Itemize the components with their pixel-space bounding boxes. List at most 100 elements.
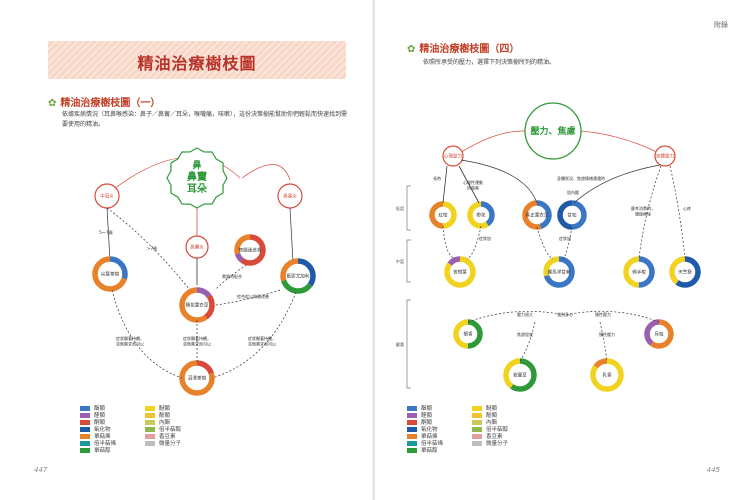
node-rhinitis-label: 鼻塞炎 xyxy=(283,193,297,200)
decision-tree-left: 鼻鼻竇耳朵中耳炎鼻竇炎鼻塞炎5～7歲>7歲需要時配合綜合從以前能改善尖葉茶樹樟腦… xyxy=(92,147,316,396)
legend-label: 醚類 xyxy=(159,406,171,412)
ring-lavender-segment-1 xyxy=(179,287,215,323)
edge-label-age2: >7歲 xyxy=(147,245,157,252)
edge-label-a4: 身體狀況、焦慮情緒遭遇時 xyxy=(557,175,605,181)
legend-swatch xyxy=(145,420,155,425)
legend-item: 內酯 xyxy=(145,418,170,426)
legend-item: 氧化物 xyxy=(80,425,111,433)
ring-chamomile-segment-1 xyxy=(543,256,575,288)
ring-frankincense-label: 乳香 xyxy=(602,372,612,379)
edge-label-a8: 症狀加 xyxy=(479,235,491,241)
edge-label-b5: 慢性壓力 xyxy=(599,331,615,337)
leaf-icon: ✿ xyxy=(407,44,416,55)
side-bracket-2 xyxy=(406,299,411,389)
node-mental-label: 心理壓力 xyxy=(444,153,463,160)
edge-label-b3: 強烈身心 xyxy=(557,311,573,317)
ring-eucalyptus-label: 藍膠尤加利 xyxy=(287,273,310,280)
decision-tree-right: 低度中度嚴重壓力、焦慮心理壓力身體壓力紅桔橙花真正薰衣草甘松苦橙葉羅馬洋甘菊佛手… xyxy=(396,102,701,392)
ring-laurel-label: 月桂 xyxy=(654,331,664,338)
side-label-2: 嚴重 xyxy=(396,341,404,348)
legend-swatch xyxy=(407,406,417,411)
edge-m3 xyxy=(460,159,538,204)
legend-swatch xyxy=(472,420,482,425)
ring-chamomile-center xyxy=(549,262,569,282)
center-badge-text-1: 鼻竇 xyxy=(187,170,207,183)
edge-severe-r xyxy=(599,321,608,362)
legend-label: 酮類 xyxy=(421,420,433,426)
edge-label-a3: 心理性運動 xyxy=(463,179,483,185)
legend-label: 倍半萜醇 xyxy=(159,427,182,433)
node-mental xyxy=(442,145,464,167)
ring-petitgrain-center xyxy=(450,262,470,282)
section-title: ✿精油治療樹枝圖（四） xyxy=(407,44,520,55)
legend-swatch xyxy=(472,413,482,418)
legend-item: 香豆素 xyxy=(472,432,503,440)
ring-tea-tree-segment-1 xyxy=(92,256,128,292)
edge-label-combine: 綜合從以前能改善 xyxy=(237,293,269,299)
legend-item: 倍半萜醇 xyxy=(145,425,181,433)
legend-item: 酮類 xyxy=(80,418,105,426)
legend-label: 單萜醇 xyxy=(421,448,438,454)
edge-severe-l xyxy=(519,321,536,362)
legend-item: 酯類 xyxy=(407,404,432,412)
center-badge-text-2: 耳朵 xyxy=(187,183,207,195)
edge-label-b1: 壓力過大 xyxy=(517,311,533,317)
ring-true-lavender-center xyxy=(528,206,546,224)
ring-laurel-center xyxy=(650,325,668,343)
edge-label-deep3: 症狀顯著持續， xyxy=(248,335,276,341)
running-head: 附錄 xyxy=(714,21,728,29)
edge-label-b2: 焦慮程度 xyxy=(517,331,533,337)
link-center-right xyxy=(580,130,666,157)
ring-spikenard-center xyxy=(563,206,581,224)
legend-swatch xyxy=(407,420,417,425)
legend-swatch xyxy=(472,434,482,439)
legend-item: 內酯 xyxy=(472,418,497,426)
node-sinusitis-label: 鼻竇炎 xyxy=(190,244,204,251)
ring-geranium-center xyxy=(675,262,695,282)
side-label-1: 中度 xyxy=(396,258,405,265)
edge-need xyxy=(214,262,251,291)
ring-rosemary-label: 樟腦迷迭香 xyxy=(239,247,262,254)
edge-label-deep2: 症狀顯著持續， xyxy=(183,335,211,341)
legend-label: 單萜醇 xyxy=(94,448,111,454)
edge-label-a3: 的傷害 xyxy=(467,185,479,191)
legend-swatch xyxy=(80,413,90,418)
legend-swatch xyxy=(80,406,90,411)
edge-label-b4: 慢性壓力 xyxy=(595,311,611,317)
legend-label: 倍半萜醇 xyxy=(486,427,509,433)
ring-eucalyptus-segment-2 xyxy=(280,258,316,294)
node-physical xyxy=(654,145,676,167)
legend-label: 單萜烯 xyxy=(421,434,438,440)
legend-item: 酚類 xyxy=(472,411,497,419)
ring-sandalwood-center xyxy=(459,325,477,343)
legend-item: 醚類 xyxy=(145,404,170,412)
edge-label-a6: 隨後療程 xyxy=(635,211,651,217)
legend-swatch xyxy=(145,427,155,432)
legend-label: 內酯 xyxy=(486,420,498,426)
legend-swatch xyxy=(472,427,482,432)
edge-label-deep3: 並無需求而可以 xyxy=(248,341,276,347)
edge-label-a5: 肌內壓 xyxy=(567,189,579,195)
section-description: 依照所承受的壓力，選擇下列決策樹所列的精油。 xyxy=(423,59,556,66)
side-label-0: 低度 xyxy=(396,205,405,212)
legend-label: 酚類 xyxy=(486,413,498,419)
edge-label-deep1: 症狀顯著持續， xyxy=(116,335,144,341)
banner-title: 精油治療樹枝圖 xyxy=(137,54,257,73)
legend-item: 微量分子 xyxy=(472,439,508,447)
ring-sandalwood-label: 檀香 xyxy=(463,331,473,338)
legend-item: 倍半萜烯 xyxy=(407,439,443,447)
legend-swatch xyxy=(407,441,417,446)
link-center-right xyxy=(241,164,291,181)
legend-swatch xyxy=(407,448,417,453)
legend-label: 單萜烯 xyxy=(94,434,111,440)
legend-swatch xyxy=(407,413,417,418)
legend-item: 醛類 xyxy=(80,411,105,419)
edge-rhin-down xyxy=(289,207,294,263)
ring-bergamot-center xyxy=(629,262,649,282)
ring-petitgrain-segment-1 xyxy=(444,256,476,288)
ring-neroli-label: 橙花 xyxy=(476,212,486,219)
legend-label: 酮類 xyxy=(94,420,106,426)
legend-swatch xyxy=(145,441,155,446)
legend-left: 酯類醛類酮類氧化物單萜烯倍半萜烯單萜醇醚類酚類內酯倍半萜醇香豆素微量分子 xyxy=(80,404,280,454)
ring-spikenard-label: 甘松 xyxy=(567,212,577,219)
